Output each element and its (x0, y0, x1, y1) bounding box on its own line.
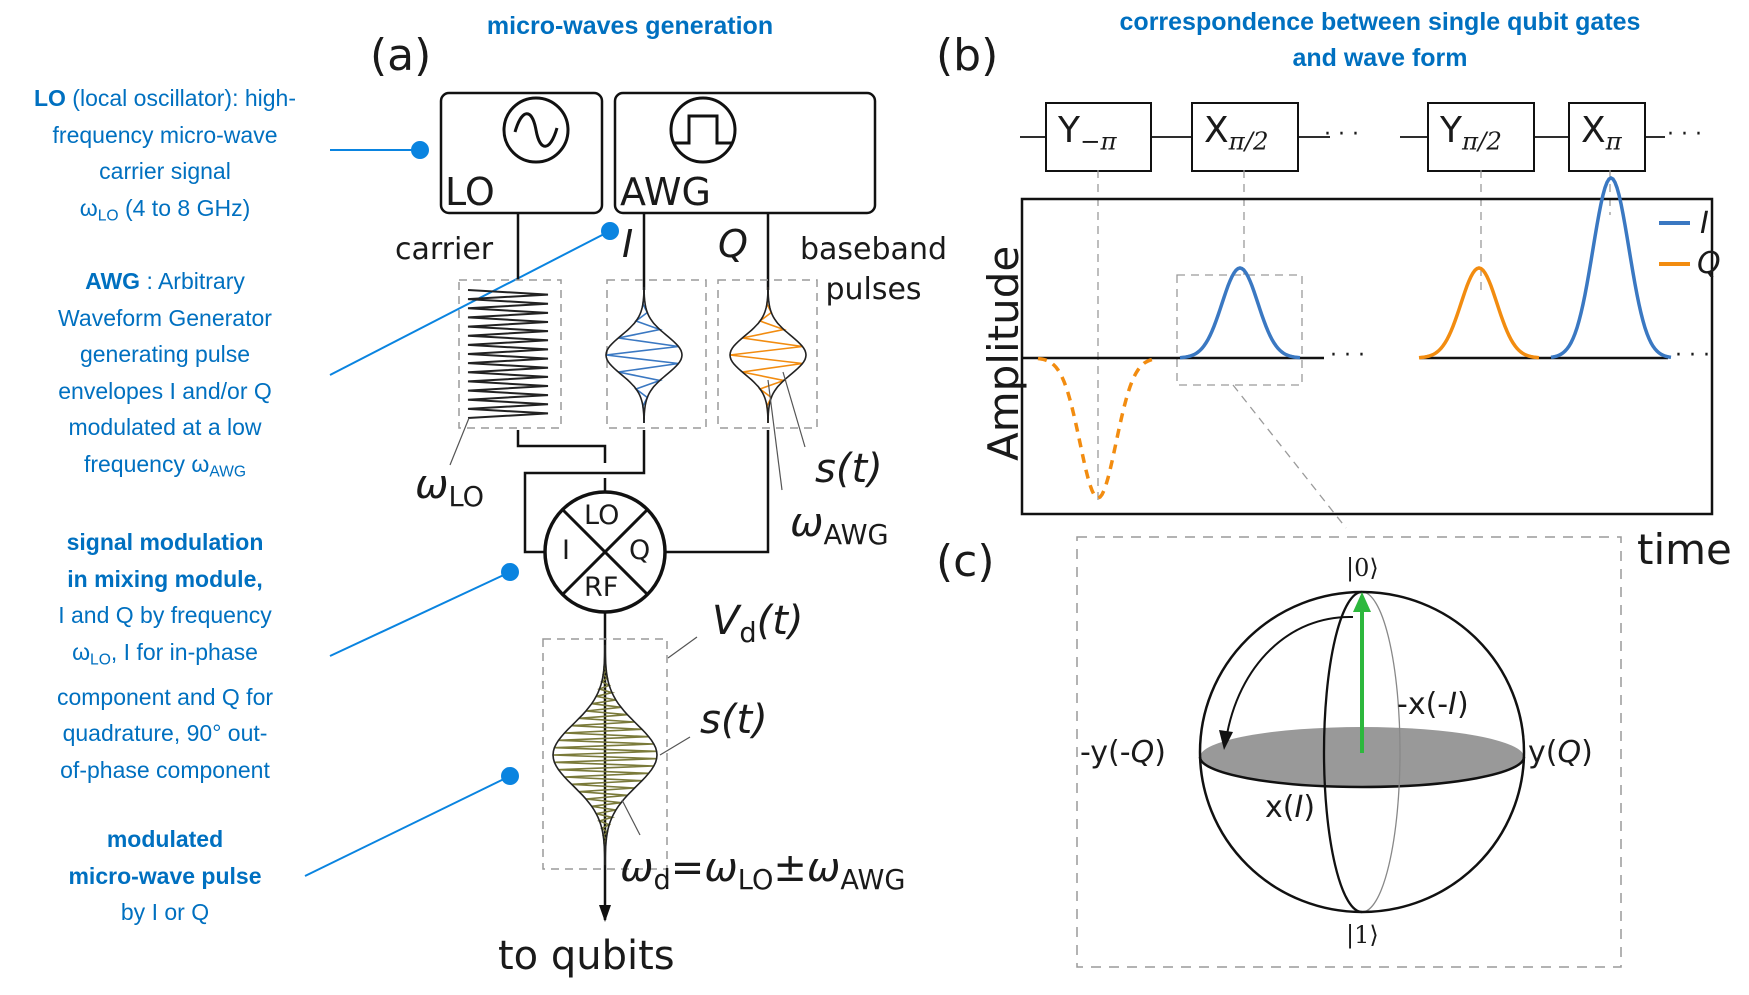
rf-pulse-envelope-right (604, 644, 658, 866)
bloch-frame (1076, 536, 1622, 968)
meridian-back (1361, 591, 1401, 913)
waveform-frames (458, 279, 818, 870)
plot-frame (1020, 197, 1714, 516)
pulse-q-Y (1037, 356, 1159, 500)
i-pulse-envelope-right (643, 287, 683, 423)
leader-lines (449, 371, 806, 836)
lo-box (439, 91, 604, 215)
awg-box-label: AWG (620, 170, 711, 214)
q-pulse-envelope-left (729, 287, 769, 423)
ellipsis-plot-2: · · · (1675, 343, 1710, 368)
carrier-label: carrier (395, 232, 494, 267)
annotation-lo: LO (local oscillator): high- frequency m… (33, 85, 297, 225)
panel-a-title: micro-waves generation (486, 12, 774, 40)
pointer-pulse-line (304, 776, 509, 877)
neg-x-axis-label: -x(-I) (1397, 687, 1469, 722)
legend (1659, 221, 1690, 266)
q-channel-label: Q (718, 222, 748, 266)
to-qubits-label: to qubits (498, 933, 675, 979)
baseband-label: baseband pulses (800, 232, 947, 307)
gate-box (1427, 102, 1535, 172)
envelope-label-rf: s(t) (700, 697, 768, 743)
ket-1-label: |1⟩ (1346, 921, 1379, 949)
gate-base: Y (1440, 110, 1462, 151)
iq-mixer (543, 490, 667, 614)
legend-label-q: Q (1697, 246, 1721, 281)
ellipsis-plot-1: · · · (1330, 343, 1365, 368)
envelope-label-baseband: s(t) (815, 446, 883, 492)
arrow-down-icon (599, 905, 611, 922)
panel-b-title: correspondence between single qubit gate… (1119, 8, 1641, 72)
pointer-lo-dot (411, 141, 429, 159)
omega-lo-label: ωLO (415, 462, 485, 514)
mixer-rf-port: RF (584, 572, 619, 603)
i-pulse-envelope-left (605, 287, 645, 423)
gate-label: Y−π (1058, 110, 1117, 155)
pulse-q-Y2 (1418, 266, 1540, 360)
gate-subscript: π/2 (1462, 126, 1502, 156)
omega-awg-label: ωAWG (790, 500, 889, 552)
mixer-i-port: I (562, 535, 570, 566)
zoom-connector (1232, 384, 1347, 529)
pointer-awg-line (329, 231, 609, 376)
state-vector-arrowhead-icon (1353, 592, 1371, 612)
legend-label-i: I (1700, 206, 1709, 241)
pointer-pulse-dot (501, 767, 519, 785)
panel-c-label: (c) (936, 536, 995, 587)
annotation-mixing: signal modulation in mixing module, I an… (56, 529, 274, 783)
i-baseband-pulse (605, 286, 683, 424)
gate-label: Xπ (1581, 110, 1622, 155)
rf-pulse-envelope-left (552, 644, 606, 866)
equator-plane (1200, 727, 1524, 787)
i-channel-label: I (622, 222, 634, 266)
pointer-awg-dot (601, 222, 619, 240)
equator-front (1198, 756, 1526, 789)
vd-label: Vd(t) (712, 598, 804, 650)
pos-x-axis-label: x(I) (1265, 790, 1316, 825)
x-axis-label: time (1637, 525, 1732, 574)
annotation-modulated-pulse: modulated micro-wave pulse by I or Q (68, 826, 262, 925)
rotation-arc (1225, 615, 1354, 741)
pos-y-axis-label: y(Q) (1528, 735, 1593, 770)
annotation-awg: AWG : Arbitrary Waveform Generator gener… (58, 268, 272, 481)
carrier-waveform (467, 289, 549, 419)
ellipsis-circuit-1: · · · (1324, 122, 1359, 147)
annotation-pointers (304, 141, 619, 877)
gate-box (1045, 102, 1152, 172)
mixer-lo-port: LO (584, 500, 620, 531)
gate-label: Yπ/2 (1440, 110, 1502, 155)
pointer-mixer-dot (501, 563, 519, 581)
gate-box (1568, 102, 1646, 172)
lo-box-label: LO (445, 170, 495, 214)
panel-b-label: (b) (936, 30, 999, 81)
rotation-arrow-icon (1219, 730, 1233, 750)
pulse-i-X2 (1179, 266, 1301, 360)
ellipsis-circuit-2: · · · (1667, 122, 1702, 147)
pointer-mixer-line (329, 572, 509, 657)
mixer-q-port: Q (629, 535, 651, 566)
gate-base: Y (1058, 110, 1080, 151)
meridian-front (1322, 590, 1363, 914)
neg-y-axis-label: -y(-Q) (1080, 735, 1166, 770)
awg-box (613, 91, 877, 215)
panel-a-label: (a) (370, 30, 432, 81)
sine-wave-icon (502, 96, 570, 164)
gate-base: X (1204, 110, 1229, 151)
pulse-i-X (1550, 176, 1672, 360)
rf-modulated-pulse (552, 644, 658, 866)
omega-d-equation: ωd=ωLO±ωAWG (620, 845, 906, 897)
carrier-trace (467, 289, 549, 419)
zoom-region-frame (1176, 274, 1303, 386)
ket-0-label: |0⟩ (1346, 554, 1379, 582)
gate-subscript: π (1605, 126, 1622, 156)
gate-subscript: π/2 (1228, 126, 1269, 156)
square-pulse-icon (669, 96, 737, 164)
gate-subscript: −π (1080, 126, 1117, 156)
gate-label: Xπ/2 (1204, 110, 1269, 155)
gate-box (1191, 102, 1299, 172)
gate-base: X (1581, 110, 1606, 151)
